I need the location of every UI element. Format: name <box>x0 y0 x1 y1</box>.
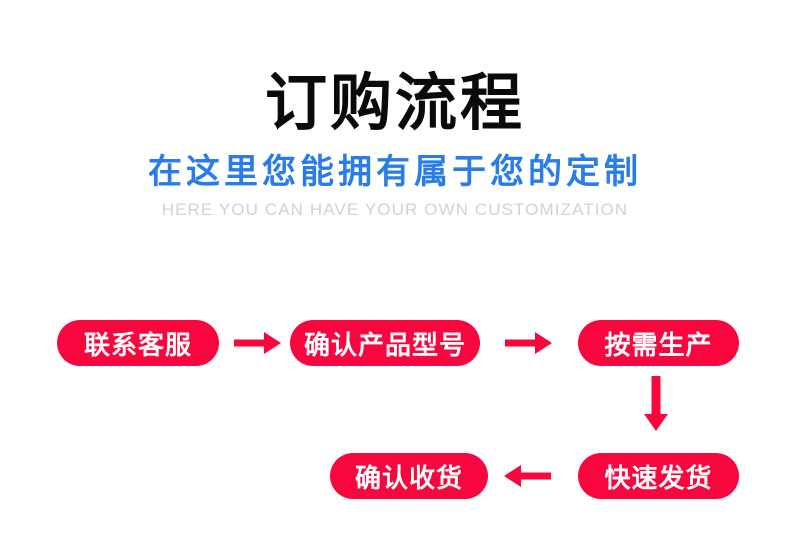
flow-step-ship[interactable]: 快速发货 <box>578 453 739 499</box>
process-flow-diagram: 联系客服 确认产品型号 按需生产 确认收货 快速发货 <box>0 300 790 546</box>
flow-step-confirm-model[interactable]: 确认产品型号 <box>290 320 480 366</box>
subtitle-chinese: 在这里您能拥有属于您的定制 <box>148 152 642 192</box>
arrow-left-icon <box>503 463 551 489</box>
page-title: 订购流程 <box>264 66 525 139</box>
flow-step-produce[interactable]: 按需生产 <box>578 320 739 366</box>
arrow-down-icon <box>643 376 669 432</box>
arrow-right-icon <box>234 330 282 356</box>
flow-step-contact[interactable]: 联系客服 <box>57 320 219 366</box>
header-block: 订购流程 在这里您能拥有属于您的定制 HERE YOU CAN HAVE YOU… <box>0 0 790 221</box>
arrow-right-icon <box>505 330 553 356</box>
flow-step-receive[interactable]: 确认收货 <box>330 453 488 499</box>
subtitle-english: HERE YOU CAN HAVE YOUR OWN CUSTOMIZATION <box>161 200 629 219</box>
